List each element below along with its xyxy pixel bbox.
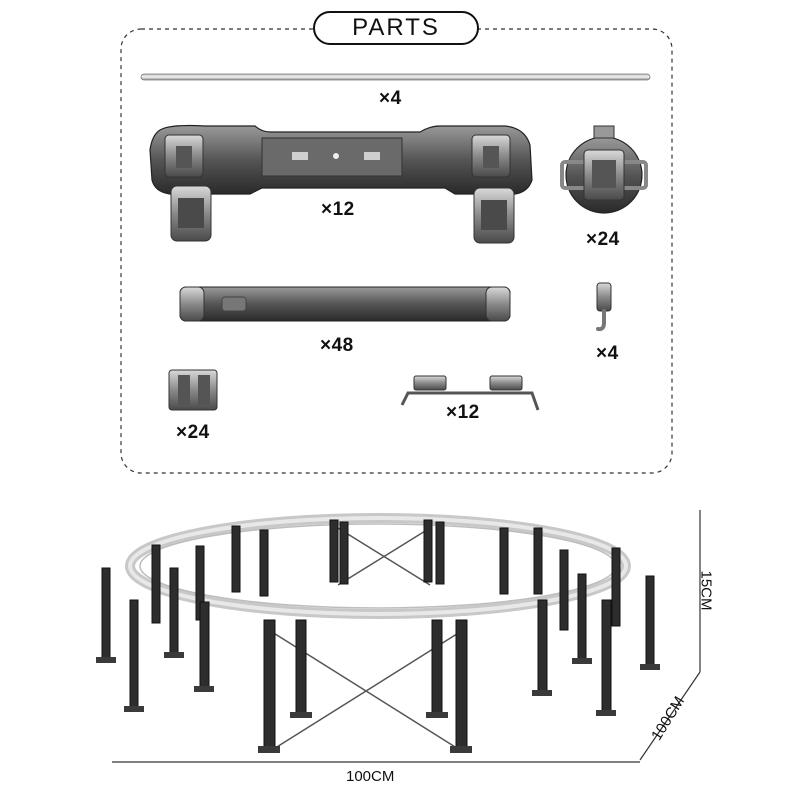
foot-cap-part xyxy=(168,369,218,411)
support-pillar-part xyxy=(179,286,511,322)
width-dimension-label: 100CM xyxy=(346,768,395,785)
parts-panel xyxy=(120,28,673,474)
assembled-track-illustration xyxy=(96,513,660,753)
socket-ring-part xyxy=(560,125,648,214)
foot-cap-quantity-label: ×24 xyxy=(176,422,210,443)
base-connector-quantity-label: ×12 xyxy=(321,199,355,220)
bracket-part xyxy=(400,375,540,411)
height-dimension-label: 15CM xyxy=(697,570,715,611)
rod-part xyxy=(140,73,651,81)
support-pillar-quantity-label: ×48 xyxy=(320,335,354,356)
hook-part xyxy=(596,282,612,332)
bracket-quantity-label: ×12 xyxy=(446,402,480,423)
dimension-lines xyxy=(112,510,701,763)
base-connector-part xyxy=(149,124,533,244)
rod-quantity-label: ×4 xyxy=(379,88,402,109)
hook-quantity-label: ×4 xyxy=(596,343,619,364)
socket-ring-quantity-label: ×24 xyxy=(586,229,620,250)
page-title: PARTS xyxy=(313,11,479,45)
